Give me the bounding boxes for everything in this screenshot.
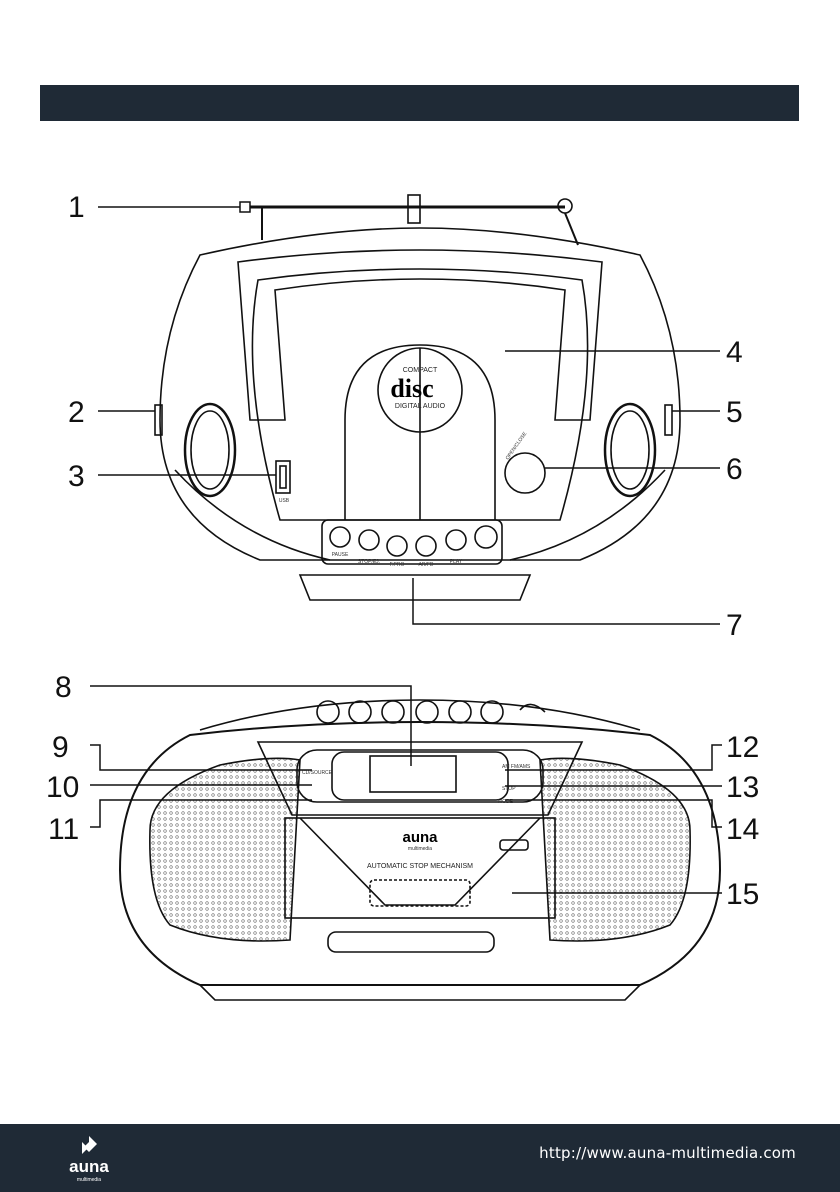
callout-13: 13 (726, 771, 759, 804)
brand-logo-text: auna (402, 829, 438, 846)
callout-9: 9 (52, 731, 69, 764)
callout-11: 11 (48, 813, 79, 846)
callout-6: 6 (726, 453, 743, 486)
auna-logo-icon: auna multimedia (44, 1130, 134, 1188)
mechanism-label: AUTOMATIC STOP MECHANISM (367, 863, 473, 870)
disc-digital-audio-label: DIGITAL AUDIO (395, 403, 446, 410)
footer-logo-text: auna (69, 1157, 109, 1176)
fpro-button-label: F.PRO (390, 562, 405, 568)
disc-compact-label: COMPACT (403, 367, 438, 374)
footer-bar: auna multimedia http://www.auna-multimed… (0, 1124, 840, 1192)
am-fm-label: AM FM/AMS (502, 764, 531, 770)
cd-source-label: CD/SOURCE (302, 770, 333, 776)
pause-button-label: PAUSE (332, 552, 349, 558)
callout-4: 4 (726, 336, 743, 369)
stop-button-label: STOP/EJ. (358, 559, 380, 565)
callout-15: 15 (726, 878, 759, 911)
disc-logo-text: disc (390, 374, 433, 403)
callout-14: 14 (726, 813, 759, 846)
footer-logo-sub: multimedia (77, 1177, 101, 1183)
callout-5: 5 (726, 396, 743, 429)
callout-3: 3 (68, 460, 85, 493)
brand-sub-text: multimedia (408, 846, 432, 852)
footer-url-link[interactable]: http://www.auna-multimedia.com (539, 1144, 796, 1162)
callout-7: 7 (726, 609, 743, 642)
stop-label: STOP (502, 786, 516, 792)
callout-2: 2 (68, 396, 85, 429)
callout-10: 10 (46, 771, 79, 804)
play-button-label: PLAY (450, 559, 463, 565)
callout-12: 12 (726, 731, 759, 764)
arfd-button-label: AR/FD (419, 562, 434, 568)
open-close-label: OPEN/CLOSE (505, 431, 529, 462)
device-illustration: COMPACT disc DIGITAL AUDIO USB OPEN/CLOS… (0, 0, 840, 1120)
callout-8: 8 (55, 671, 72, 704)
usb-label: USB (279, 498, 290, 504)
callout-1: 1 (68, 191, 85, 224)
